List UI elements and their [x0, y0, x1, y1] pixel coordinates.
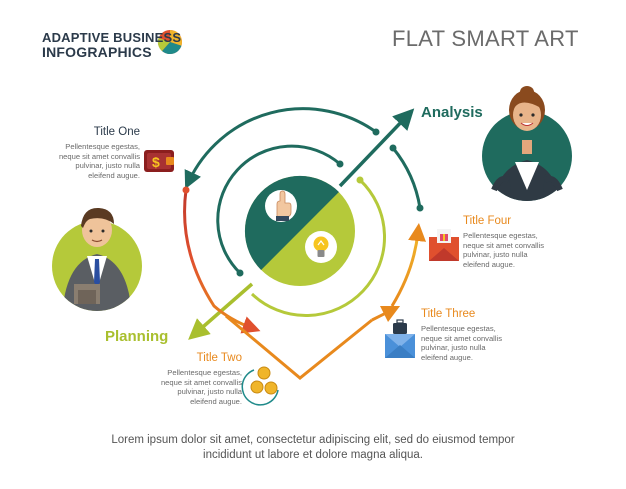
step-four-text-line: eleifend augue. — [463, 259, 515, 269]
step-three-text-line: eleifend augue. — [421, 352, 473, 362]
step-four-text-line: neque sit amet convallis — [463, 240, 545, 250]
right-teal-arc — [391, 147, 422, 209]
step-four-text: Pellentesque egestas, neque sit amet con… — [463, 231, 583, 269]
step-three-title: Title Three — [421, 308, 476, 320]
step-one: Title One Pellentesque egestas, neque si… — [30, 126, 140, 180]
businesswoman-avatar — [482, 86, 572, 201]
step-three-text-line: neque sit amet convallis — [421, 333, 503, 343]
step-four: Title Four Pellentesque egestas, neque s… — [463, 215, 583, 269]
analysis-arrow — [338, 108, 415, 188]
planning-arrow — [188, 282, 254, 340]
step-two-title: Title Two — [196, 352, 242, 364]
step-one-title: Title One — [93, 126, 140, 138]
step-three-text-line: pulvinar, justo nulla — [421, 343, 486, 353]
step-two: Title Two Pellentesque egestas, neque si… — [132, 352, 242, 406]
bottom-v-path — [225, 314, 373, 380]
step-three-text-line: Pellentesque egestas, — [421, 324, 496, 333]
step-two-text-line: pulvinar, justo nulla — [177, 387, 242, 397]
svg-text:$: $ — [152, 154, 160, 170]
inner-lime-arc — [250, 178, 387, 318]
step-three-text: Pellentesque egestas, neque sit amet con… — [421, 324, 541, 362]
step-one-text: Pellentesque egestas, neque sit amet con… — [30, 142, 140, 180]
lightbulb-icon — [305, 231, 337, 263]
footer-line-1: Lorem ipsum dolor sit amet, consectetur … — [111, 434, 515, 446]
right-orange-arc — [390, 223, 427, 307]
step-two-text-line: Pellentesque egestas, — [167, 368, 242, 377]
step-two-text: Pellentesque egestas, neque sit amet con… — [132, 368, 242, 406]
left-red-arc — [183, 189, 261, 334]
pie-chart-icon — [157, 30, 182, 55]
footer-line-2: incididunt ut labore et dolore magna ali… — [203, 449, 423, 461]
wallet-icon: $ — [144, 150, 174, 172]
step-two-text-line: eleifend augue. — [190, 396, 242, 406]
hand-pointer-icon — [265, 190, 297, 222]
businessman-avatar — [52, 207, 142, 311]
brand-line-1: ADAPTIVE BUSINESS — [42, 30, 182, 45]
phase-label-planning: Planning — [105, 328, 169, 345]
inner-teal-arc — [216, 144, 341, 275]
envelope-gift-icon — [429, 229, 459, 261]
step-four-text-line: pulvinar, justo nulla — [463, 250, 528, 260]
footer-text: Lorem ipsum dolor sit amet, consectetur … — [0, 433, 626, 463]
step-one-text-line: neque sit amet convallis — [58, 151, 140, 161]
envelope-briefcase-icon — [385, 319, 415, 358]
step-one-text-line: pulvinar, justo nulla — [75, 161, 140, 171]
page-title: FLAT SMART ART — [392, 26, 579, 51]
step-four-text-line: Pellentesque egestas, — [463, 231, 538, 240]
step-one-text-line: Pellentesque egestas, — [65, 142, 140, 151]
phase-label-analysis: Analysis — [421, 104, 483, 121]
step-two-text-line: neque sit amet convallis — [160, 377, 242, 387]
brand-line-2: INFOGRAPHICS — [42, 44, 152, 60]
outer-teal-arc — [184, 107, 377, 190]
step-one-text-line: eleifend augue. — [88, 170, 140, 180]
step-three: Title Three Pellentesque egestas, neque … — [421, 308, 541, 362]
coins-icon — [241, 366, 279, 406]
step-four-title: Title Four — [463, 215, 512, 227]
center-disk — [244, 175, 355, 286]
